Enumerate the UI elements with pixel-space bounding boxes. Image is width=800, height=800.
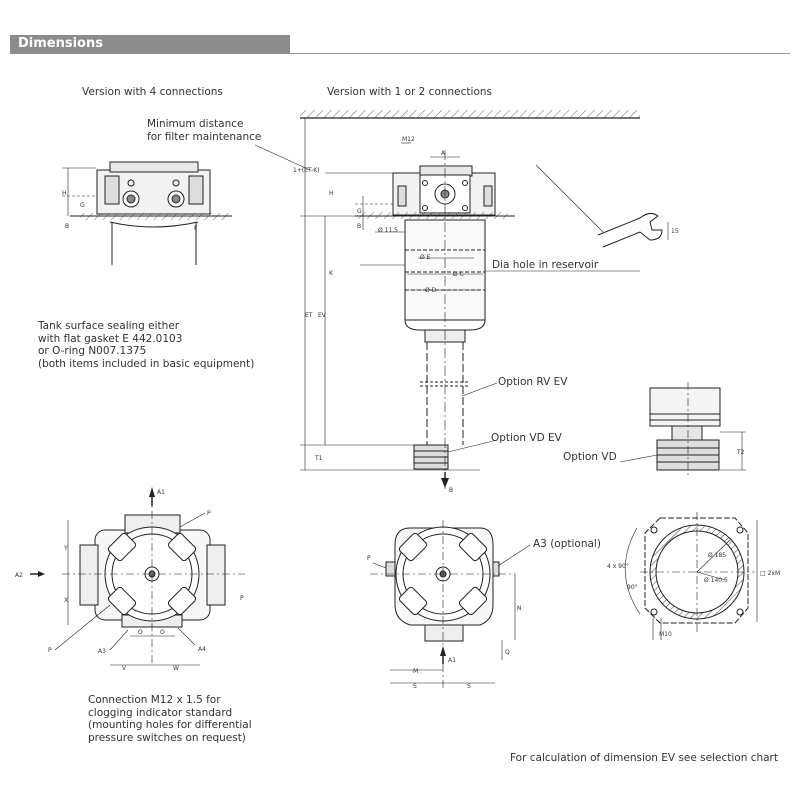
dim-k: K [329,270,334,277]
connection-note: Connection M12 x 1.5 for clogging indica… [88,694,252,744]
connection-line-2: clogging indicator standard [88,706,233,719]
top-view-1-2-connections [370,520,531,690]
dim-o-right: O [160,629,165,636]
dim-et: ET [305,312,313,319]
dim-s-left: S [413,683,417,690]
tank-sealing-line-1: Tank surface sealing either [38,320,180,332]
top-view-4-connections [54,495,245,666]
dim-m12: M12 [402,136,415,143]
dim-h-mid: H [329,190,334,197]
dim-a3: A3 [98,648,106,655]
dim-g-mid: G [357,208,362,215]
min-distance-label: Minimum distance for filter maintenance [147,118,261,143]
dim-y: Y [63,545,68,552]
dim-wrench-15: 15 [671,228,679,235]
dim-dd: Ø D [425,287,437,294]
dim-q: Q [505,649,510,656]
a3-optional-label: A3 (optional) [533,538,601,550]
dim-d1405: Ø 140,5 [704,577,728,584]
dim-b-left: B [65,223,69,230]
flange-hole-pattern [624,512,758,640]
dim-m-mid: M [413,668,418,675]
dim-dc: Ø C [453,271,464,278]
dim-g-left: G [80,202,85,209]
tank-sealing-note: Tank surface sealing either with flat ga… [38,320,254,370]
dim-90: 90° [627,584,638,591]
dim-s-right: S [467,683,471,690]
dim-a1-bottom: A1 [448,657,456,664]
min-distance-line-1: Minimum distance [147,118,244,130]
wrench-icon [597,212,669,248]
option-rv-label: Option RV EV [498,376,568,388]
dim-b-mid: B [357,223,361,230]
dim-p-right: P [240,595,244,602]
dim-p-top: P [207,510,211,517]
dim-a1-top: A1 [157,489,165,496]
side-view-1-2-connections [254,110,640,490]
dim-h-left: H [62,190,67,197]
dim-arrow-b: B [449,487,453,494]
dim-d185: Ø 185 [708,552,726,559]
dim-f-left: F [194,225,198,232]
dim-2xm: □ 2xM [760,570,780,577]
section-header-bar [10,35,290,54]
dim-t1: T1 [314,455,323,462]
section-header-rule [290,53,790,54]
dim-w: W [173,665,179,672]
dia-hole-label: Dia hole in reservoir [492,259,599,271]
section-title: Dimensions [18,36,103,51]
dim-de: Ø E [420,254,431,261]
dim-4x90: 4 x 90° [607,563,629,570]
connection-line-4: pressure switches on request) [88,731,246,744]
flow-arrow-b [441,478,449,488]
dim-m10: M10 [659,631,672,638]
option-vd-detail-label: Option VD [563,451,617,463]
connection-line-1: Connection M12 x 1.5 for [88,694,221,706]
option-vd-detail [619,382,746,476]
tank-sealing-line-4: (both items included in basic equipment) [38,357,255,370]
dim-t2: T2 [736,449,745,456]
tank-sealing-line-2: with flat gasket E 442.0103 [38,332,183,345]
dim-x: X [64,597,68,604]
tank-sealing-line-3: or O-ring N007.1375 [38,345,147,357]
dim-a2: A2 [15,572,23,579]
version-4-connections-label: Version with 4 connections [82,86,223,98]
connection-line-3: (mounting holes for differential [88,719,252,731]
arrow-a1-top [149,487,155,497]
arrow-a2 [38,571,45,577]
dim-n: N [517,605,522,612]
min-distance-line-2: for filter maintenance [147,130,262,143]
dim-o-left: O [138,629,143,636]
option-vd-label: Option VD EV [491,432,562,444]
side-view-4-connections [62,161,232,265]
dim-a: A [441,150,446,157]
dim-d115: Ø 11,5 [378,227,398,234]
dim-v: V [122,665,127,672]
dim-p-mid: P [367,555,371,562]
dim-a4: A4 [198,646,206,653]
arrow-a1-bottom [440,646,446,656]
dim-ev: EV [318,312,327,319]
dim-p-left: P [48,647,52,654]
dim-1etk: 1+(ET-K) [293,167,320,174]
ev-calculation-note: For calculation of dimension EV see sele… [510,752,778,764]
version-1-2-connections-label: Version with 1 or 2 connections [327,86,493,98]
